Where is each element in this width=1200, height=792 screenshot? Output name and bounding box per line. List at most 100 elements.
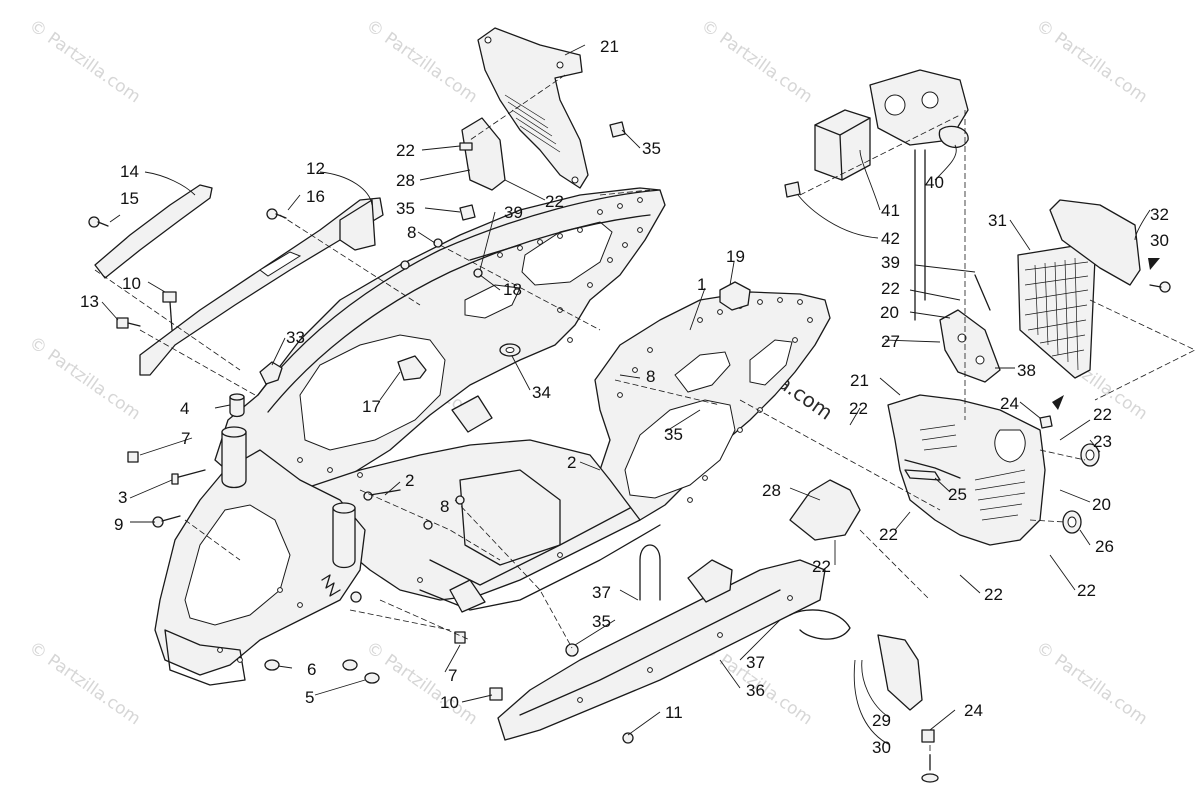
spacer (350, 591, 362, 603)
callout-35: 35 (396, 199, 415, 218)
callout-2: 2 (567, 453, 576, 472)
running-board (489, 544, 851, 744)
rear-tube (451, 395, 493, 433)
callout-2: 2 (405, 471, 414, 490)
bolt-10-board (489, 687, 503, 701)
strip-39 (469, 244, 521, 261)
strap-25 (904, 469, 941, 481)
front-post (332, 507, 356, 569)
callout-38: 38 (1017, 361, 1036, 380)
callout-22: 22 (849, 399, 868, 418)
watermark: © Partzilla.com (25, 333, 144, 425)
washer-6b (342, 659, 358, 671)
bulkhead-cutout (184, 504, 291, 626)
callout-22: 22 (879, 525, 898, 544)
grommet-23 (1080, 443, 1100, 467)
callout-15: 15 (120, 189, 139, 208)
pad-17 (397, 355, 427, 381)
callout-37: 37 (746, 653, 765, 672)
running-board-36 (497, 559, 826, 741)
callout-12: 12 (306, 159, 325, 178)
callout-34: 34 (532, 383, 551, 402)
callout-24: 24 (964, 701, 983, 720)
bolt-3 (171, 469, 206, 485)
callout-32: 32 (1150, 205, 1169, 224)
callout-31: 31 (988, 211, 1007, 230)
bolt-2 (363, 489, 401, 501)
plate-29 (877, 634, 923, 711)
callout-22: 22 (1077, 581, 1096, 600)
rail-slot (259, 251, 302, 277)
plate-19 (719, 281, 751, 311)
callout-19: 19 (726, 247, 745, 266)
callout-1: 1 (697, 275, 706, 294)
callout-29: 29 (872, 711, 891, 730)
top-rail-inner (267, 214, 651, 413)
callout-4: 4 (180, 399, 189, 418)
watermark: © Partzilla.com (25, 638, 144, 730)
callout-13: 13 (80, 292, 99, 311)
steering-post-top (221, 426, 247, 438)
callout-21: 21 (600, 37, 619, 56)
running-board-ridge (519, 589, 781, 716)
callout-22: 22 (396, 141, 415, 160)
callout-8: 8 (440, 497, 449, 516)
flap-32 (1049, 199, 1141, 286)
watermark: © Partzilla.com (25, 16, 144, 108)
callout-27: 27 (881, 332, 900, 351)
nut-8 (423, 495, 465, 530)
watermark: © Partzilla.com (362, 16, 481, 108)
callout-14: 14 (120, 162, 139, 181)
bracket-38 (939, 309, 1001, 383)
callout-8: 8 (646, 367, 655, 386)
callout-21: 21 (850, 371, 869, 390)
module-41 (814, 109, 871, 181)
bolt-11 (622, 732, 634, 744)
bracket-grille (504, 94, 561, 153)
callout-40: 40 (925, 173, 944, 192)
screw-30-top (1149, 281, 1171, 293)
clip-33 (259, 361, 283, 385)
callout-25: 25 (948, 485, 967, 504)
bushing-4 (229, 393, 245, 418)
right-wall-cutout (624, 399, 736, 499)
right-wall-cutout-mid (749, 339, 793, 386)
callout-33: 33 (286, 328, 305, 347)
callout-30: 30 (1150, 231, 1169, 250)
callout-39: 39 (881, 253, 900, 272)
rail-bracket (339, 199, 376, 251)
u-bolt-37a (639, 544, 661, 601)
callout-5: 5 (305, 688, 314, 707)
marker-triangle (1148, 258, 1160, 270)
front-post-top (332, 502, 356, 514)
watermark: © Partzilla.com (362, 638, 481, 730)
nut-24-right (1039, 415, 1053, 429)
callout-10: 10 (440, 693, 459, 712)
assembly-lines (94, 74, 1196, 770)
callout-39: 39 (504, 203, 523, 222)
floor-rail-2 (429, 507, 631, 586)
chassis-floor (299, 439, 641, 601)
callout-16: 16 (306, 187, 325, 206)
spring (321, 574, 341, 597)
screw-15 (88, 216, 109, 228)
callout-28: 28 (396, 171, 415, 190)
callout-20: 20 (880, 303, 899, 322)
nut-24-bottom (921, 729, 935, 743)
callout-3: 3 (118, 488, 127, 507)
strip-39-right (974, 274, 991, 311)
callout-17: 17 (362, 397, 381, 416)
top-rail (257, 189, 661, 396)
module-41-edge (814, 117, 871, 181)
nut-35-board (565, 643, 579, 657)
callout-24: 24 (1000, 394, 1019, 413)
right-wall-cutout-upper (674, 351, 731, 393)
callout-30: 30 (872, 738, 891, 757)
nut-42 (784, 181, 801, 198)
washer-5 (364, 672, 380, 684)
bolt-9 (152, 515, 181, 528)
floor-rail (419, 524, 661, 611)
callout-8: 8 (407, 223, 416, 242)
callout-9: 9 (114, 515, 123, 534)
callout-35: 35 (642, 139, 661, 158)
